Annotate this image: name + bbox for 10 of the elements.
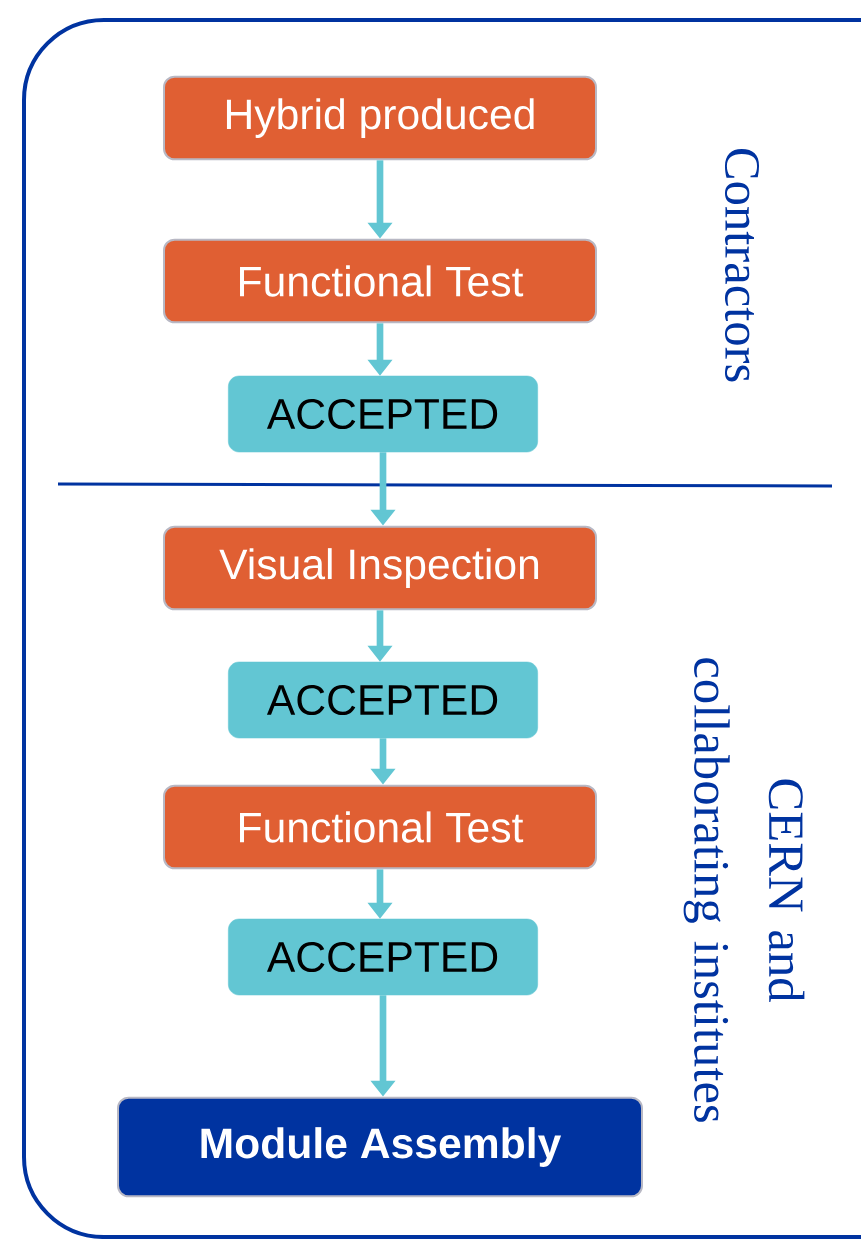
process-box: Hybrid produced [163,75,597,161]
side-label: CERN and collaborating institutes [683,658,805,1122]
status-box: ACCEPTED [228,661,538,739]
process-box: Functional Test [163,784,597,870]
final-step-box: Module Assembly [117,1096,643,1198]
process-box: Functional Test [163,238,597,324]
status-box: ACCEPTED [228,918,538,996]
status-box: ACCEPTED [228,375,538,453]
side-label: Contractors [725,148,759,382]
process-box: Visual Inspection [163,525,597,611]
